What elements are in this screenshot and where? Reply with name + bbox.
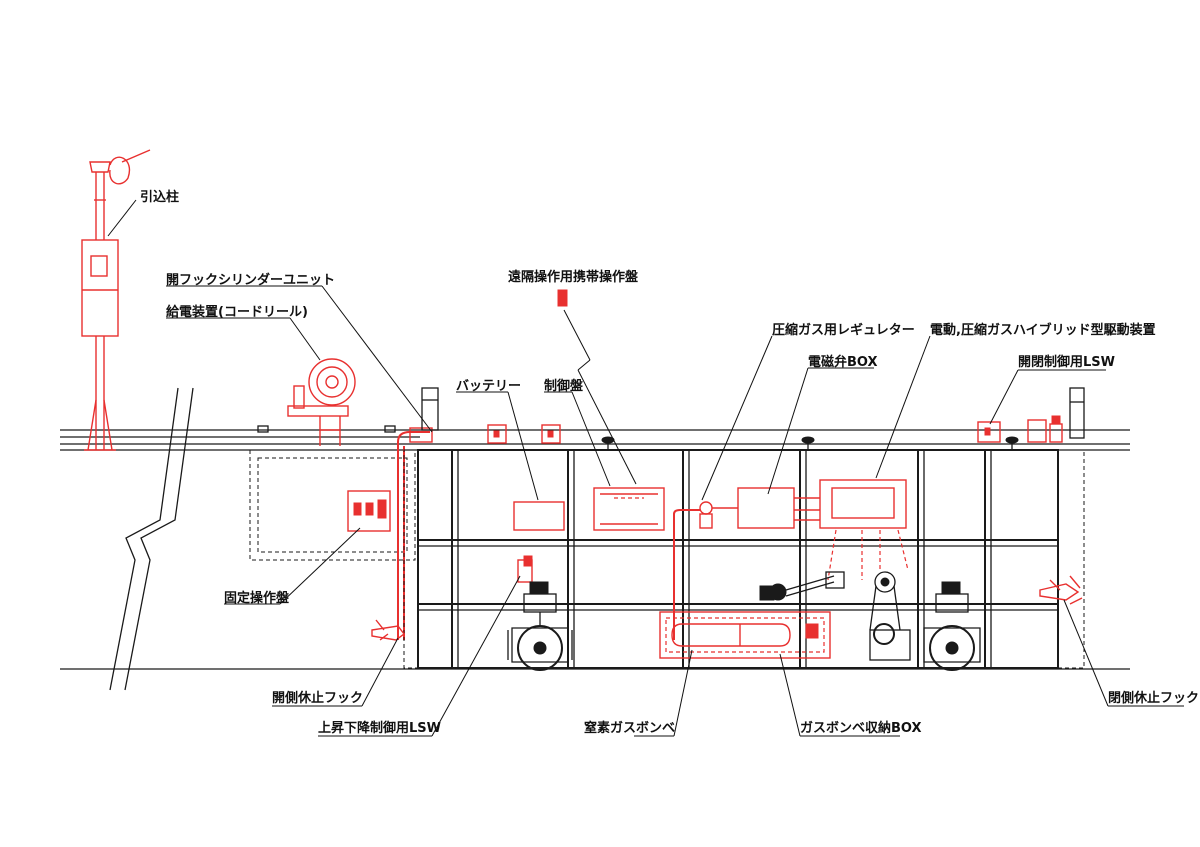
open-side-hook-unit bbox=[371, 619, 405, 641]
battery-unit bbox=[513, 501, 565, 531]
label-pole: 引込柱 bbox=[140, 189, 179, 205]
label-regulator: 圧縮ガス用レギュレター bbox=[772, 322, 915, 338]
gate-frame bbox=[403, 387, 1085, 669]
hybrid-drive-unit bbox=[819, 479, 909, 581]
lead-in-pole bbox=[81, 149, 151, 451]
left-rail-posts bbox=[257, 425, 396, 433]
fixed-panel-housing bbox=[249, 449, 416, 561]
label-gas-box: ガスボンベ収納BOX bbox=[800, 720, 922, 736]
label-remote-panel: 遠隔操作用携帯操作盤 bbox=[508, 269, 639, 285]
regulator-piping bbox=[673, 501, 738, 640]
label-nitrogen-cylinder: 窒素ガスボンベ bbox=[584, 720, 675, 736]
deck-equipment bbox=[487, 415, 1063, 450]
label-open-side-hook: 開側休止フック bbox=[272, 690, 363, 706]
control-panel-unit bbox=[593, 487, 665, 531]
label-closed-side-hook: 閉側休止フック bbox=[1108, 690, 1199, 706]
closed-side-hook-unit bbox=[1039, 575, 1083, 605]
break-mark-left bbox=[109, 387, 194, 691]
label-fixed-panel: 固定操作盤 bbox=[224, 590, 290, 606]
label-control-panel: 制御盤 bbox=[544, 378, 584, 394]
drive-chain bbox=[759, 571, 911, 661]
label-power-feeder: 給電装置(コードリール) bbox=[166, 304, 308, 320]
right-wheel-assembly bbox=[923, 581, 981, 671]
leader-lines bbox=[107, 199, 1184, 737]
label-open-close-lsw: 開閉制御用LSW bbox=[1018, 354, 1115, 370]
left-wheel-assembly bbox=[507, 581, 573, 671]
cord-reel bbox=[287, 358, 356, 446]
lift-lsw-unit bbox=[517, 555, 533, 583]
solenoid-box-unit bbox=[737, 487, 820, 529]
label-battery: バッテリー bbox=[456, 379, 521, 394]
label-lift-lsw: 上昇下降制御用LSW bbox=[318, 720, 441, 736]
label-hook-cylinder: 開フックシリンダーユニット bbox=[166, 272, 335, 288]
gas-cylinder-box bbox=[659, 611, 831, 659]
label-drive-unit: 電動,圧縮ガスハイブリッド型駆動装置 bbox=[930, 322, 1156, 338]
label-solenoid-box: 電磁弁BOX bbox=[808, 354, 878, 370]
labels: 引込柱 開フックシリンダーユニット 給電装置(コードリール) 遠隔操作用携帯操作… bbox=[140, 189, 1199, 736]
remote-panel-unit bbox=[557, 289, 568, 307]
